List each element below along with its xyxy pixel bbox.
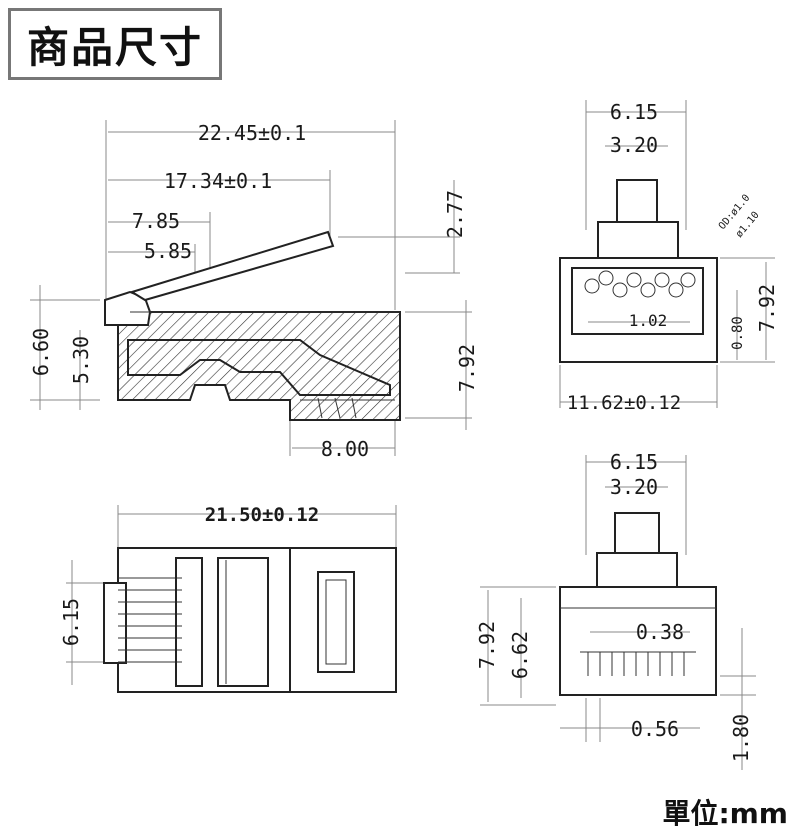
latch-lever: [129, 230, 335, 302]
dim-latch-height: 2.77: [443, 190, 467, 238]
fvb-contacts: [580, 651, 696, 676]
latch-tab: [616, 179, 658, 223]
contact-circles: [584, 270, 696, 298]
dim-pitch: 1.02: [629, 311, 668, 330]
middle-window: [217, 557, 269, 687]
fvb-latch-base: [596, 552, 678, 588]
dim-width-a: 6.15: [610, 100, 658, 124]
dim-latch-a: 7.85: [132, 209, 180, 233]
fvb-body: [559, 586, 717, 696]
dim-bv-length: 21.50±0.12: [205, 504, 319, 526]
plug-cavity: [127, 339, 391, 396]
dim-width-b: 3.20: [610, 133, 658, 157]
dim-total-length: 22.45±0.1: [198, 121, 306, 145]
latch-slot-inner: [325, 579, 347, 665]
dim-body-length: 17.34±0.1: [164, 169, 272, 193]
dim-fvb-width-a: 6.15: [610, 450, 658, 474]
dim-contact-gap: 0.38: [636, 620, 684, 644]
dim-bv-width: 6.15: [59, 598, 83, 646]
plug-body-section: [117, 311, 401, 421]
contact-block: [175, 557, 203, 687]
dim-fvb-width-b: 3.20: [610, 475, 658, 499]
title-box: 商品尺寸: [8, 8, 222, 80]
dim-contact-width: 0.56: [631, 717, 679, 741]
latch-section: [289, 547, 397, 693]
dim-bottom-height: 1.80: [729, 714, 753, 762]
contact-teeth: [317, 397, 357, 419]
dim-fvb-height-a: 7.92: [475, 621, 499, 669]
front-view-top: 6.15 3.20 OD:ø1.0 ø1.10 1.02 0.80 7.92: [559, 100, 779, 414]
dim-latch-b: 5.85: [144, 239, 192, 263]
dim-height-b: 5.30: [69, 336, 93, 384]
dim-fv-width: 11.62±0.12: [567, 392, 681, 414]
contact-window: [571, 267, 704, 335]
dim-fv-height: 7.92: [755, 284, 779, 332]
dim-bottom: 8.00: [321, 437, 369, 461]
latch-base: [597, 221, 679, 259]
side-view: 22.45±0.1 17.34±0.1 7.85 5.85 2.77 6.60 …: [29, 120, 479, 461]
unit-label: 單位:mm: [662, 797, 788, 830]
cable-stub: [103, 582, 127, 664]
dim-height-total: 7.92: [455, 344, 479, 392]
front-view-bottom: 6.15 3.20 0.38 7.92 6.62: [475, 450, 756, 770]
latch-slot: [317, 571, 355, 673]
dim-height-a: 6.60: [29, 328, 53, 376]
page-title: 商品尺寸: [26, 22, 203, 72]
bottom-view: 21.50±0.12 6.15: [59, 504, 397, 693]
contact-blades: [118, 577, 182, 663]
dim-small-height: 0.80: [730, 316, 746, 350]
dim-fvb-height-b: 6.62: [508, 631, 532, 679]
fvb-latch-tab: [614, 512, 660, 554]
plug-front-body: [559, 257, 718, 363]
